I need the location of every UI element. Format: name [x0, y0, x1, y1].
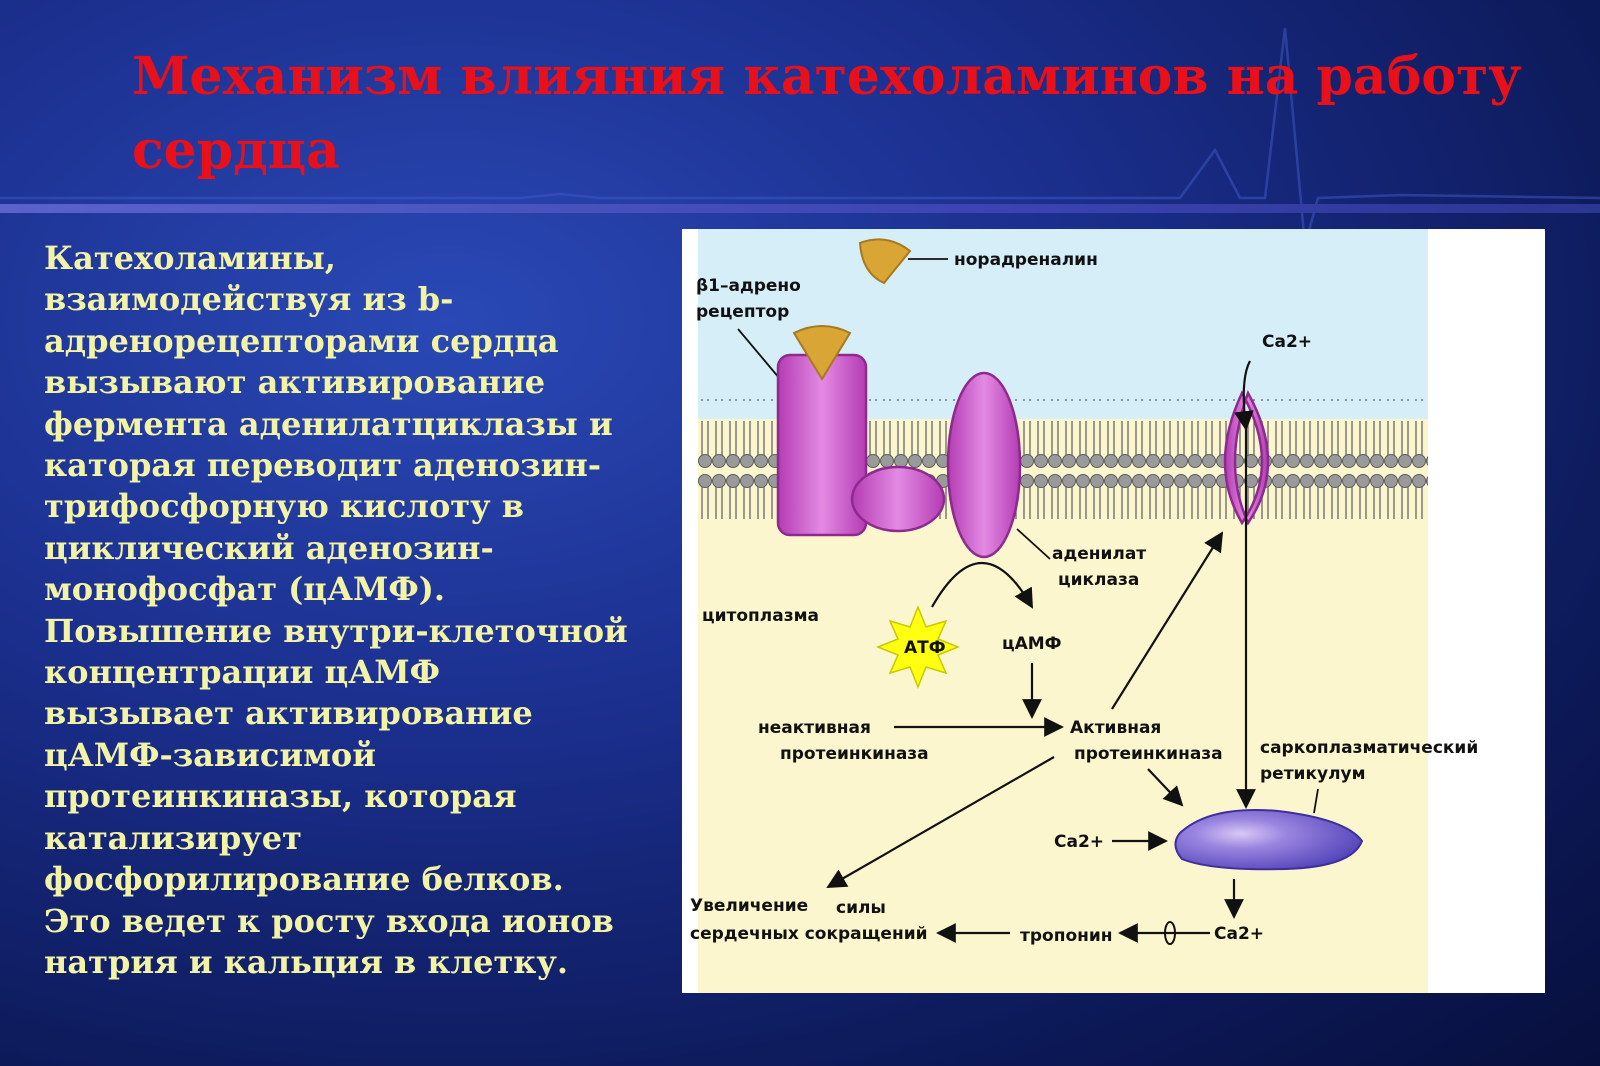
label-troponin: тропонин [1020, 926, 1113, 946]
label-receptor-line1: β1–адрено [696, 276, 801, 296]
label-increase-line1b: силы [836, 898, 886, 918]
bound-ligand [792, 325, 852, 381]
label-camp: цАМФ [1002, 634, 1062, 654]
label-increase-line1a: Увеличение [690, 896, 808, 916]
body-line: протеинкиназы, которая [44, 777, 517, 816]
label-cytoplasm: цитоплазма [702, 606, 819, 626]
body-line: Это ведет к росту входа ионов [44, 901, 614, 940]
label-ca-left: Ca2+ [1054, 832, 1104, 852]
diagram-panel: норадреналин β1–адрено рецептор аденилат… [682, 229, 1545, 993]
label-noradrenaline: норадреналин [954, 250, 1098, 270]
label-active-line2: протеинкиназа [1074, 744, 1223, 764]
body-line: концентрации цАМФ [44, 653, 440, 692]
sarcoplasmic-reticulum [1174, 808, 1364, 871]
body-line: вызывает активирование [44, 694, 533, 733]
adenylate-cyclase [946, 371, 1022, 559]
body-line: фосфорилирование белков. [44, 860, 564, 899]
label-receptor-line2: рецептор [696, 302, 789, 322]
title-divider [0, 204, 1600, 213]
label-adenylate-line2: циклаза [1058, 570, 1139, 590]
label-ca-bottom: Ca2+ [1214, 924, 1264, 944]
body-line: натрия и кальция в клетку. [44, 942, 568, 981]
body-line: циклический аденозин- [44, 528, 494, 567]
slide-title: Механизм влияния катехоламинов на работу… [132, 46, 1522, 181]
label-active-line1: Активная [1070, 718, 1161, 738]
label-atp: АТФ [904, 638, 946, 658]
body-line: адренорецепторами сердца [44, 321, 559, 360]
body-line: катализирует [44, 818, 302, 857]
body-line: трифосфорную кислоту в [44, 487, 524, 526]
label-ca-top: Ca2+ [1262, 332, 1312, 352]
g-protein [850, 465, 946, 533]
body-text: Катехоламины,взаимодействуя из b-адренор… [44, 238, 664, 983]
label-sr-line2: ретикулум [1260, 764, 1366, 784]
atp-star [875, 604, 961, 690]
body-line: вызывают активирование [44, 363, 546, 402]
label-inactive-line1: неактивная [758, 718, 871, 738]
label-adenylate-line1: аденилат [1052, 544, 1146, 564]
body-line: монофосфат (цАМФ). [44, 570, 446, 609]
body-line: фермента аденилатциклазы и [44, 404, 613, 443]
body-line: Повышение внутри-клеточной [44, 611, 628, 650]
label-increase-line2: сердечных сокращений [690, 924, 928, 944]
noradrenaline-ligand [858, 238, 912, 285]
body-line: взаимодействуя из b- [44, 280, 454, 319]
label-inactive-line2: протеинкиназа [780, 744, 929, 764]
label-sr-line1: саркоплазматический [1260, 738, 1478, 758]
body-line: цАМФ-зависимой [44, 735, 376, 774]
body-line: Катехоламины, [44, 239, 336, 277]
body-line: каторая переводит аденозин- [44, 446, 602, 485]
